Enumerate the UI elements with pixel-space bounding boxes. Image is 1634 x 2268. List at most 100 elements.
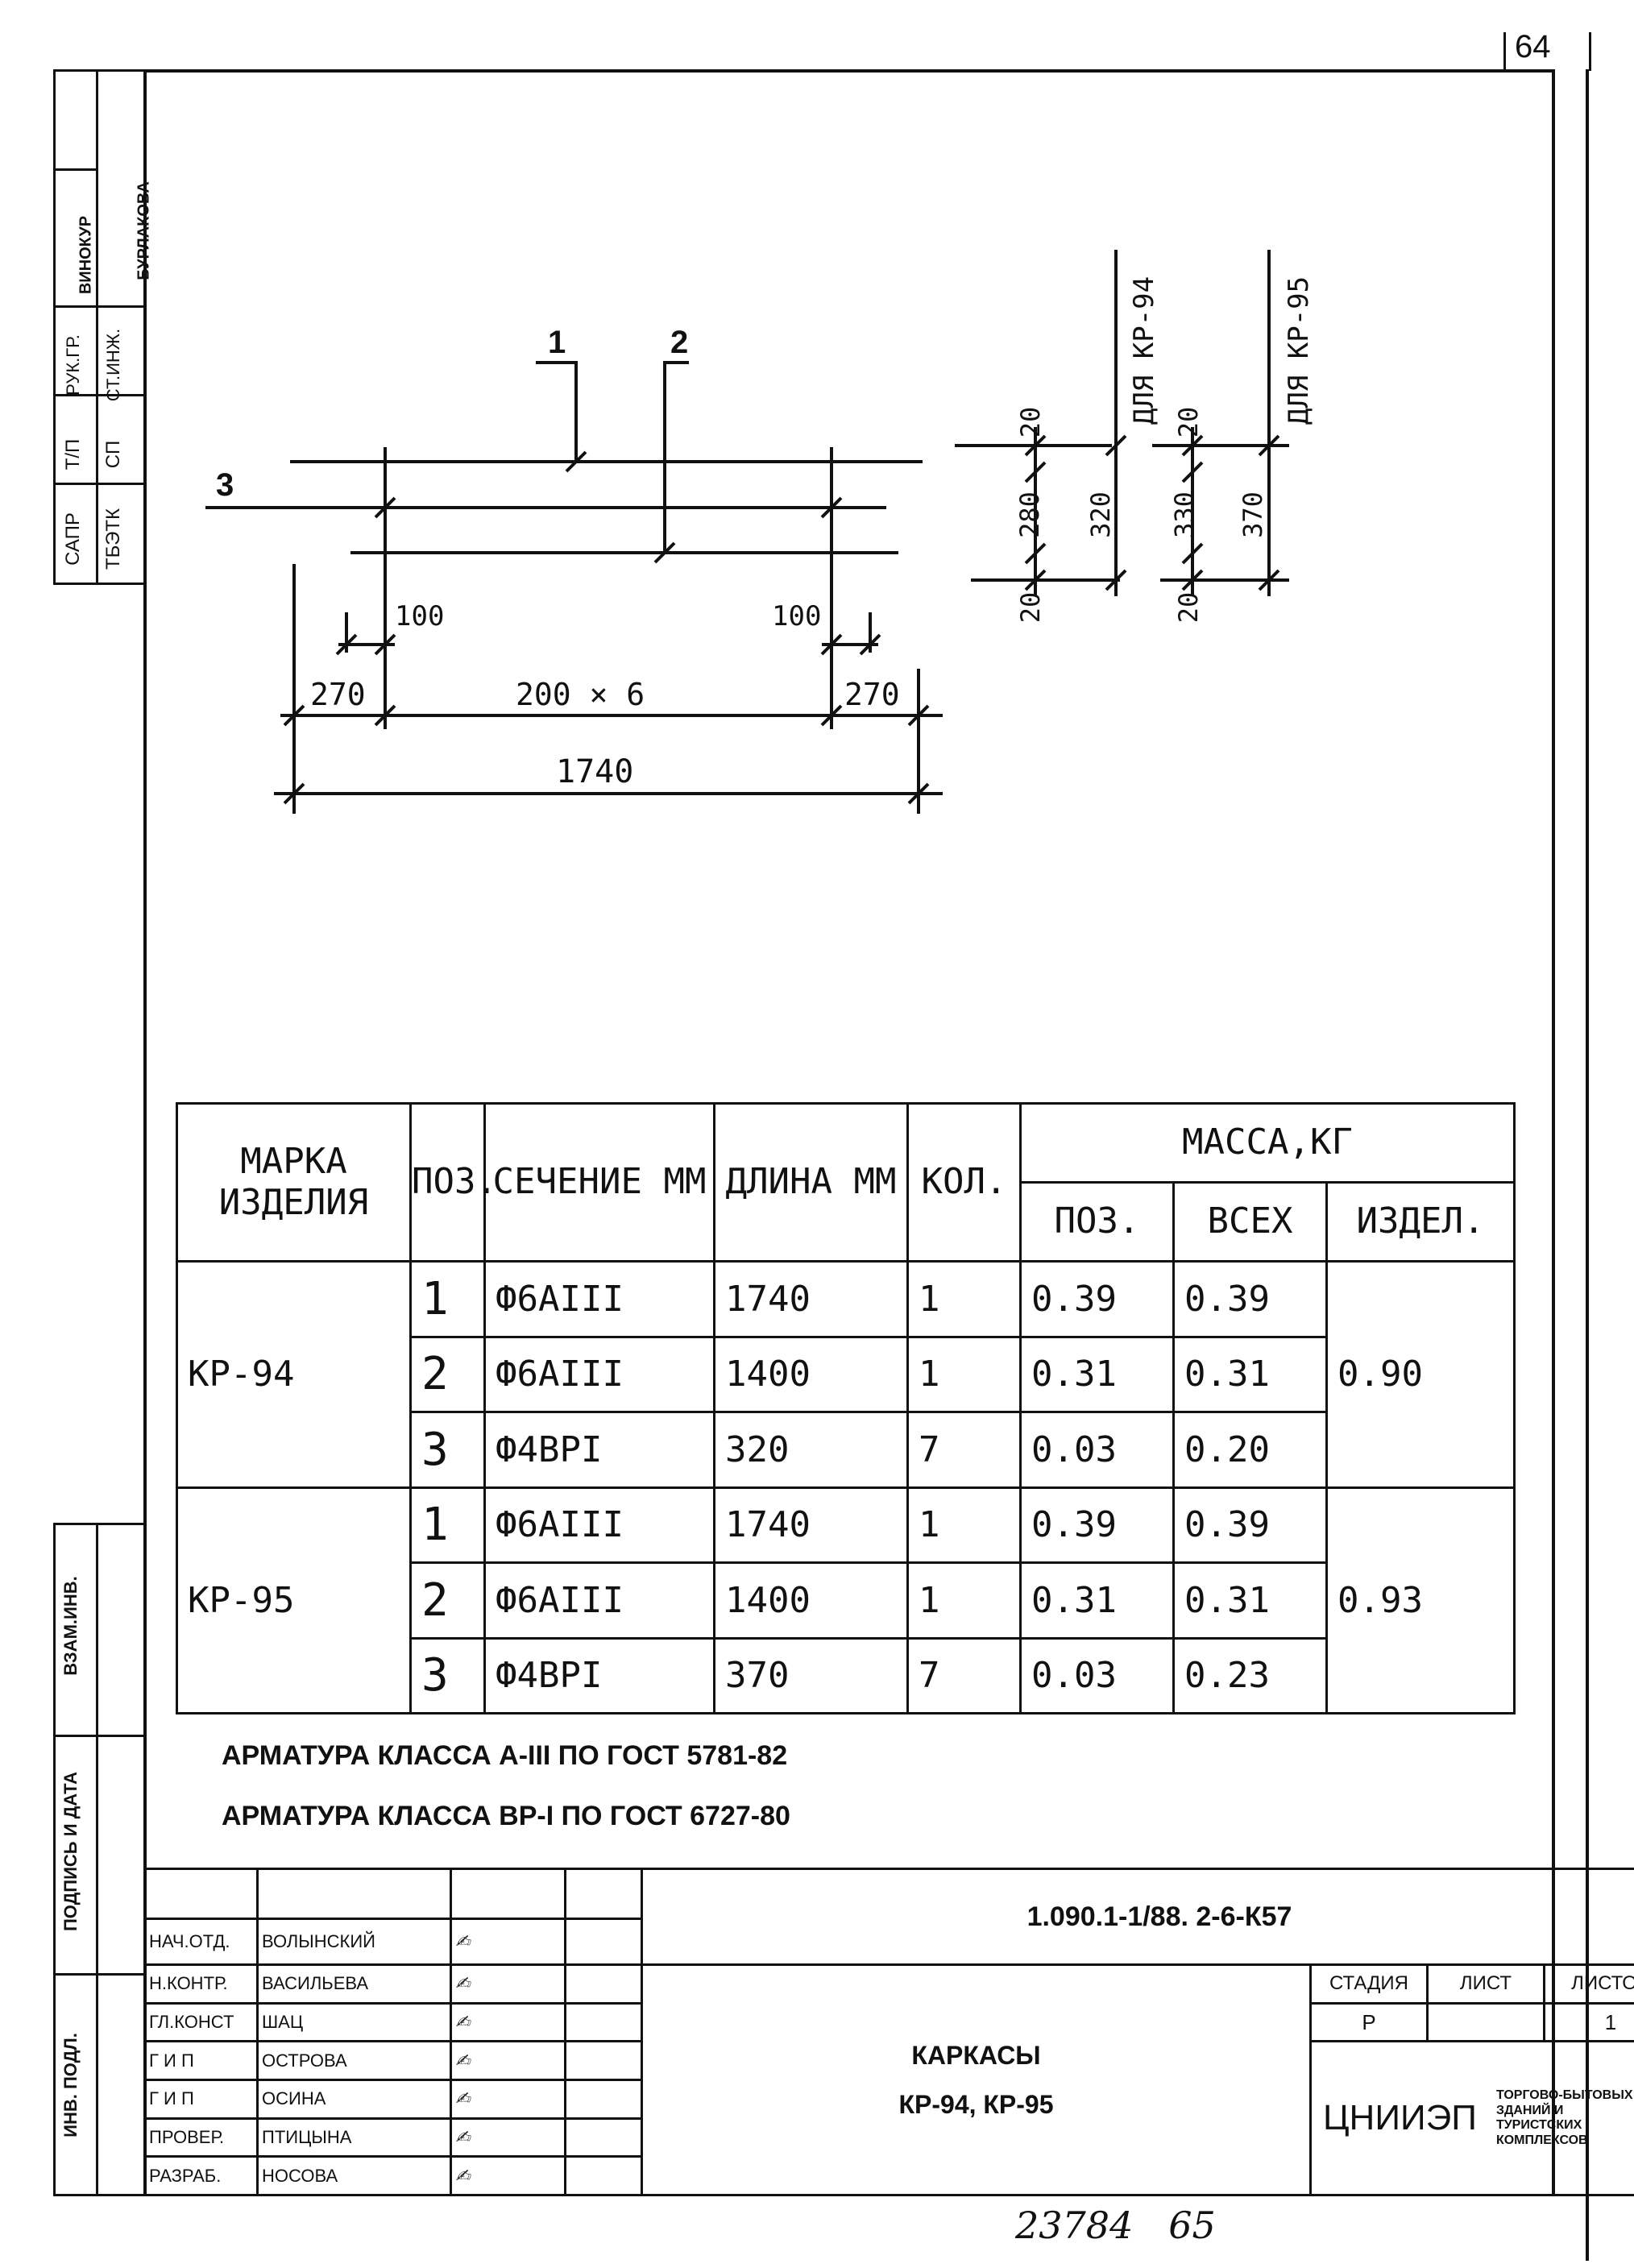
frame-right xyxy=(1552,69,1555,2196)
name: ШАЦ xyxy=(256,2001,452,2043)
signature: ✍︎ xyxy=(450,1963,566,2005)
name: ОСТРОВА xyxy=(256,2040,452,2082)
role: Г И П xyxy=(143,2040,259,2082)
cell-section: Ф6АIII xyxy=(483,1335,715,1413)
section-kp94-bottom: 20 xyxy=(1015,591,1046,624)
section-kp95-overall: 370 xyxy=(1238,491,1268,538)
dim-edge-left: 100 xyxy=(395,600,445,632)
drawing-title: КАРКАСЫ КР-94, КР-95 xyxy=(641,1963,1312,2196)
dim-spacing: 200 × 6 xyxy=(516,677,645,712)
section-kp94-overall: 320 xyxy=(1085,491,1116,538)
signature: ✍︎ xyxy=(450,1918,566,1967)
dim-end-right: 270 xyxy=(844,677,900,712)
cell-section: Ф6АIII xyxy=(483,1561,715,1640)
section-kp94-inner: 280 xyxy=(1014,491,1045,538)
signature: ✍︎ xyxy=(450,2117,566,2158)
callout-2: 2 xyxy=(670,325,689,360)
cell-qty: 7 xyxy=(906,1636,1022,1714)
name: НОСОВА xyxy=(256,2155,452,2196)
table-row: 2 Ф6АIII 1400 1 0.31 0.31 xyxy=(177,1561,1515,1640)
group-mark: КР-94 xyxy=(176,1260,412,1489)
col-header-section: СЕЧЕНИЕ ММ xyxy=(483,1102,715,1263)
stage-value: Р xyxy=(1309,2001,1429,2043)
col-header-mass-item: ИЗДЕЛ. xyxy=(1325,1181,1516,1263)
sheet-number-box-left xyxy=(1503,32,1506,71)
cell-pos: 2 xyxy=(409,1561,486,1640)
drawing-title-line2: КР-94, КР-95 xyxy=(898,2089,1054,2119)
role: ГЛ.КОНСТ xyxy=(143,2001,259,2043)
org-name: ЦНИИЭП xyxy=(1323,2098,1477,2138)
dim-end-left: 270 xyxy=(310,677,366,712)
col-header-mass: МАССА,КГ xyxy=(1019,1102,1516,1184)
col-header-mass-pos: ПОЗ. xyxy=(1019,1181,1175,1263)
cell-section: Ф4ВРI xyxy=(483,1636,715,1714)
cell-length: 370 xyxy=(713,1636,909,1714)
callout-1-leader xyxy=(536,361,578,462)
section-kp94-label: ДЛЯ КР-94 xyxy=(1128,276,1160,425)
cell-pos: 3 xyxy=(409,1636,486,1714)
cell-length: 1740 xyxy=(713,1260,909,1338)
cell-mass-all: 0.39 xyxy=(1172,1260,1328,1338)
sheet-value xyxy=(1426,2001,1545,2043)
org-subtitle: ТОРГОВО-БЫТОВЫХ ЗДАНИЙ И ТУРИСТСКИХ КОМП… xyxy=(1495,2088,1633,2147)
organization: ЦНИИЭП ТОРГОВО-БЫТОВЫХ ЗДАНИЙ И ТУРИСТСК… xyxy=(1309,2040,1634,2196)
cell-mass-pos: 0.03 xyxy=(1019,1411,1175,1489)
signature: ✍︎ xyxy=(450,2040,566,2082)
cell-mass-all: 0.39 xyxy=(1172,1486,1328,1564)
role: ПРОВЕР. xyxy=(143,2117,259,2158)
col-header-mass-all: ВСЕХ xyxy=(1172,1181,1328,1263)
signature: ✍︎ xyxy=(450,2079,566,2120)
cell-mass-pos: 0.31 xyxy=(1019,1335,1175,1413)
doc-code: 1.090.1-1/88. 2-6-К57 xyxy=(641,1867,1634,1967)
sheets-header: ЛИСТОВ xyxy=(1543,1963,1634,2005)
role: Н.КОНТР. xyxy=(143,1963,259,2005)
section-kp95-top: 20 xyxy=(1173,406,1204,438)
cell-mass-pos: 0.03 xyxy=(1019,1636,1175,1714)
cell-pos: 1 xyxy=(409,1486,486,1564)
group-total: 0.93 xyxy=(1325,1486,1516,1714)
handwritten-footer: 23784 65 xyxy=(1015,2204,1216,2247)
stage-header: СТАДИЯ xyxy=(1309,1963,1429,2005)
cell-qty: 1 xyxy=(906,1561,1022,1640)
frame-top xyxy=(143,69,1553,73)
group-mark: КР-95 xyxy=(176,1486,412,1714)
cell-qty: 1 xyxy=(906,1335,1022,1413)
dim-total: 1740 xyxy=(556,753,634,790)
cell-qty: 1 xyxy=(906,1260,1022,1338)
cell-length: 1400 xyxy=(713,1561,909,1640)
role: НАЧ.ОТД. xyxy=(143,1918,259,1967)
table-row: КР-95 1 Ф6АIII 1740 1 0.39 0.39 0.93 xyxy=(176,1486,1516,1714)
note-a3: АРМАТУРА КЛАССА А-III ПО ГОСТ 5781-82 xyxy=(222,1740,788,1771)
section-kp94-top: 20 xyxy=(1015,406,1046,438)
cell-pos: 3 xyxy=(409,1411,486,1489)
cell-section: Ф6АIII xyxy=(483,1486,715,1564)
callout-1: 1 xyxy=(548,325,566,360)
col-header-length: ДЛИНА ММ xyxy=(713,1102,909,1263)
name: ВАСИЛЬЕВА xyxy=(256,1963,452,2005)
callout-2-leader xyxy=(663,361,689,553)
name: ПТИЦЫНА xyxy=(256,2117,452,2158)
cell-section: Ф6АIII xyxy=(483,1260,715,1338)
spec-table: МАРКА ИЗДЕЛИЯ ПОЗ. СЕЧЕНИЕ ММ ДЛИНА ММ К… xyxy=(176,1102,1516,1714)
stamp-vzam-inv: ВЗАМ.ИНВ. xyxy=(60,1576,81,1676)
col-header-pos: ПОЗ. xyxy=(409,1102,497,1263)
cell-mass-pos: 0.39 xyxy=(1019,1486,1175,1564)
dim-edge-right: 100 xyxy=(772,600,822,632)
cell-length: 1740 xyxy=(713,1486,909,1564)
stamp-podpis-data: ПОДПИСЬ И ДАТА xyxy=(60,1771,81,1932)
sheet-number: 64 xyxy=(1515,29,1551,64)
stamp-inv-podl: ИНВ. ПОДЛ. xyxy=(60,2033,81,2137)
section-kp95-bottom: 20 xyxy=(1173,591,1204,624)
cell-qty: 7 xyxy=(906,1411,1022,1489)
cell-section: Ф4ВРI xyxy=(483,1411,715,1489)
note-vr1: АРМАТУРА КЛАССА ВР-I ПО ГОСТ 6727-80 xyxy=(222,1801,790,1831)
title-block: 1.090.1-1/88. 2-6-К57 НАЧ.ОТД. ВОЛЫНСКИЙ… xyxy=(143,1867,1634,2196)
name: ВОЛЫНСКИЙ xyxy=(256,1918,452,1967)
frame-right-outer xyxy=(1586,69,1589,2261)
sheet-header: ЛИСТ xyxy=(1426,1963,1545,2005)
section-kp95-label: ДЛЯ КР-95 xyxy=(1283,276,1315,425)
cell-pos: 1 xyxy=(409,1260,486,1338)
table-row: 2 Ф6АIII 1400 1 0.31 0.31 xyxy=(177,1335,1515,1413)
sheets-value: 1 xyxy=(1543,2001,1634,2043)
left-stamp-top xyxy=(53,69,146,585)
